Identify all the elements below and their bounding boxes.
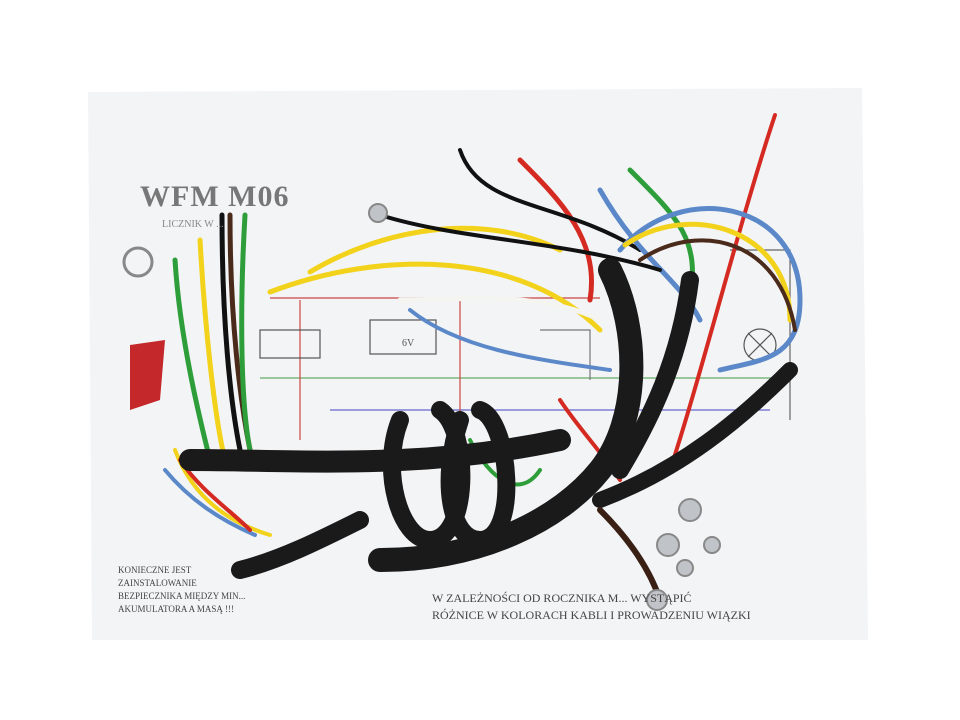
sheet-subtitle: LICZNIK W ...: [162, 219, 224, 230]
black-sleeves: [179, 258, 798, 603]
note-line: RÓŻNICE W KOLORACH KABLI I PROWADZENIU W…: [432, 608, 751, 622]
warning-line: ZAINSTALOWANIE: [118, 578, 197, 588]
ring-terminals: [368, 203, 721, 611]
battery-label: 6V: [402, 338, 415, 349]
warning-line: AKUMULATORA A MASĄ !!!: [118, 604, 235, 614]
logo-gear-icon: [122, 246, 154, 278]
warning-line: KONIECZNE JEST: [118, 565, 192, 575]
warning-line: BEZPIECZNIKA MIĘDZY MIN...: [118, 591, 246, 601]
warning-text: KONIECZNE JEST ZAINSTALOWANIE BEZPIECZNI…: [118, 564, 268, 616]
note-text: W ZALEŻNOŚCI OD ROCZNIKA M... WYSTĄPIĆ R…: [432, 590, 751, 624]
sheet-title: WFM M06: [140, 180, 290, 213]
note-line: W ZALEŻNOŚCI OD ROCZNIKA M... WYSTĄPIĆ: [432, 591, 692, 605]
